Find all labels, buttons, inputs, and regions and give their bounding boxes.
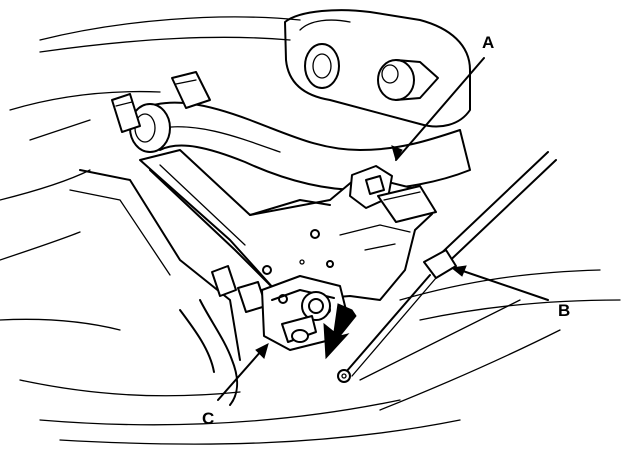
coolant-hose xyxy=(129,101,471,191)
leader-arrowhead-c xyxy=(255,343,269,359)
body-panel-lines xyxy=(0,16,621,445)
callout-label-a: A xyxy=(482,33,495,52)
pivot-bushing xyxy=(281,291,331,343)
left-clip xyxy=(211,265,267,313)
callout-label-b: B xyxy=(558,301,571,320)
upper-casting xyxy=(284,9,471,128)
cable-clip-a xyxy=(349,165,437,223)
callout-label-c: C xyxy=(202,409,215,428)
leader-line-a xyxy=(395,57,485,161)
leader-line-b xyxy=(459,269,549,301)
left-frame xyxy=(69,169,241,406)
leader-line-c xyxy=(217,349,263,401)
leader-arrowhead-a xyxy=(391,145,403,162)
leader-arrowhead-b xyxy=(450,265,467,277)
hose-clamp xyxy=(111,71,211,133)
release-cable xyxy=(337,151,557,383)
leader-lines xyxy=(217,57,549,401)
direction-arrow xyxy=(323,303,357,360)
